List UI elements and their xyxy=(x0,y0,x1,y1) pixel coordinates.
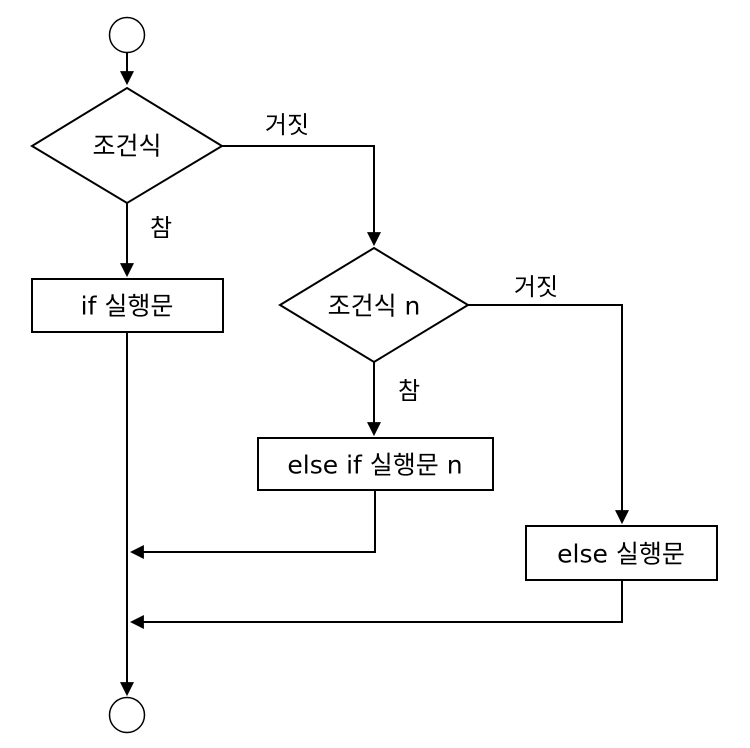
label-decision1-true: 참 xyxy=(150,214,172,242)
edge-decision1-false xyxy=(222,145,381,247)
label-decision2-true: 참 xyxy=(398,377,420,405)
label-decision1-false: 거짓 xyxy=(265,111,309,139)
end-terminal-circle xyxy=(108,696,146,734)
edge-decision2-false xyxy=(468,304,629,525)
process-else-box xyxy=(525,525,718,581)
edge-elseif-merge xyxy=(129,490,376,559)
process-else-label: else 실행문 xyxy=(557,540,685,569)
start-terminal-circle xyxy=(108,16,146,54)
process-if-box xyxy=(31,278,224,333)
process-elseif-box xyxy=(257,437,494,491)
decision1-diamond xyxy=(30,86,224,205)
process-if-label: if 실행문 xyxy=(81,292,174,321)
decision2-label: 조건식 n xyxy=(328,292,421,321)
decision1-label: 조건식 xyxy=(92,132,161,161)
decision2-diamond xyxy=(278,246,470,364)
process-elseif-label: else if 실행문 n xyxy=(287,451,462,480)
label-decision2-false: 거짓 xyxy=(514,273,558,301)
edge-else-merge xyxy=(129,580,623,629)
